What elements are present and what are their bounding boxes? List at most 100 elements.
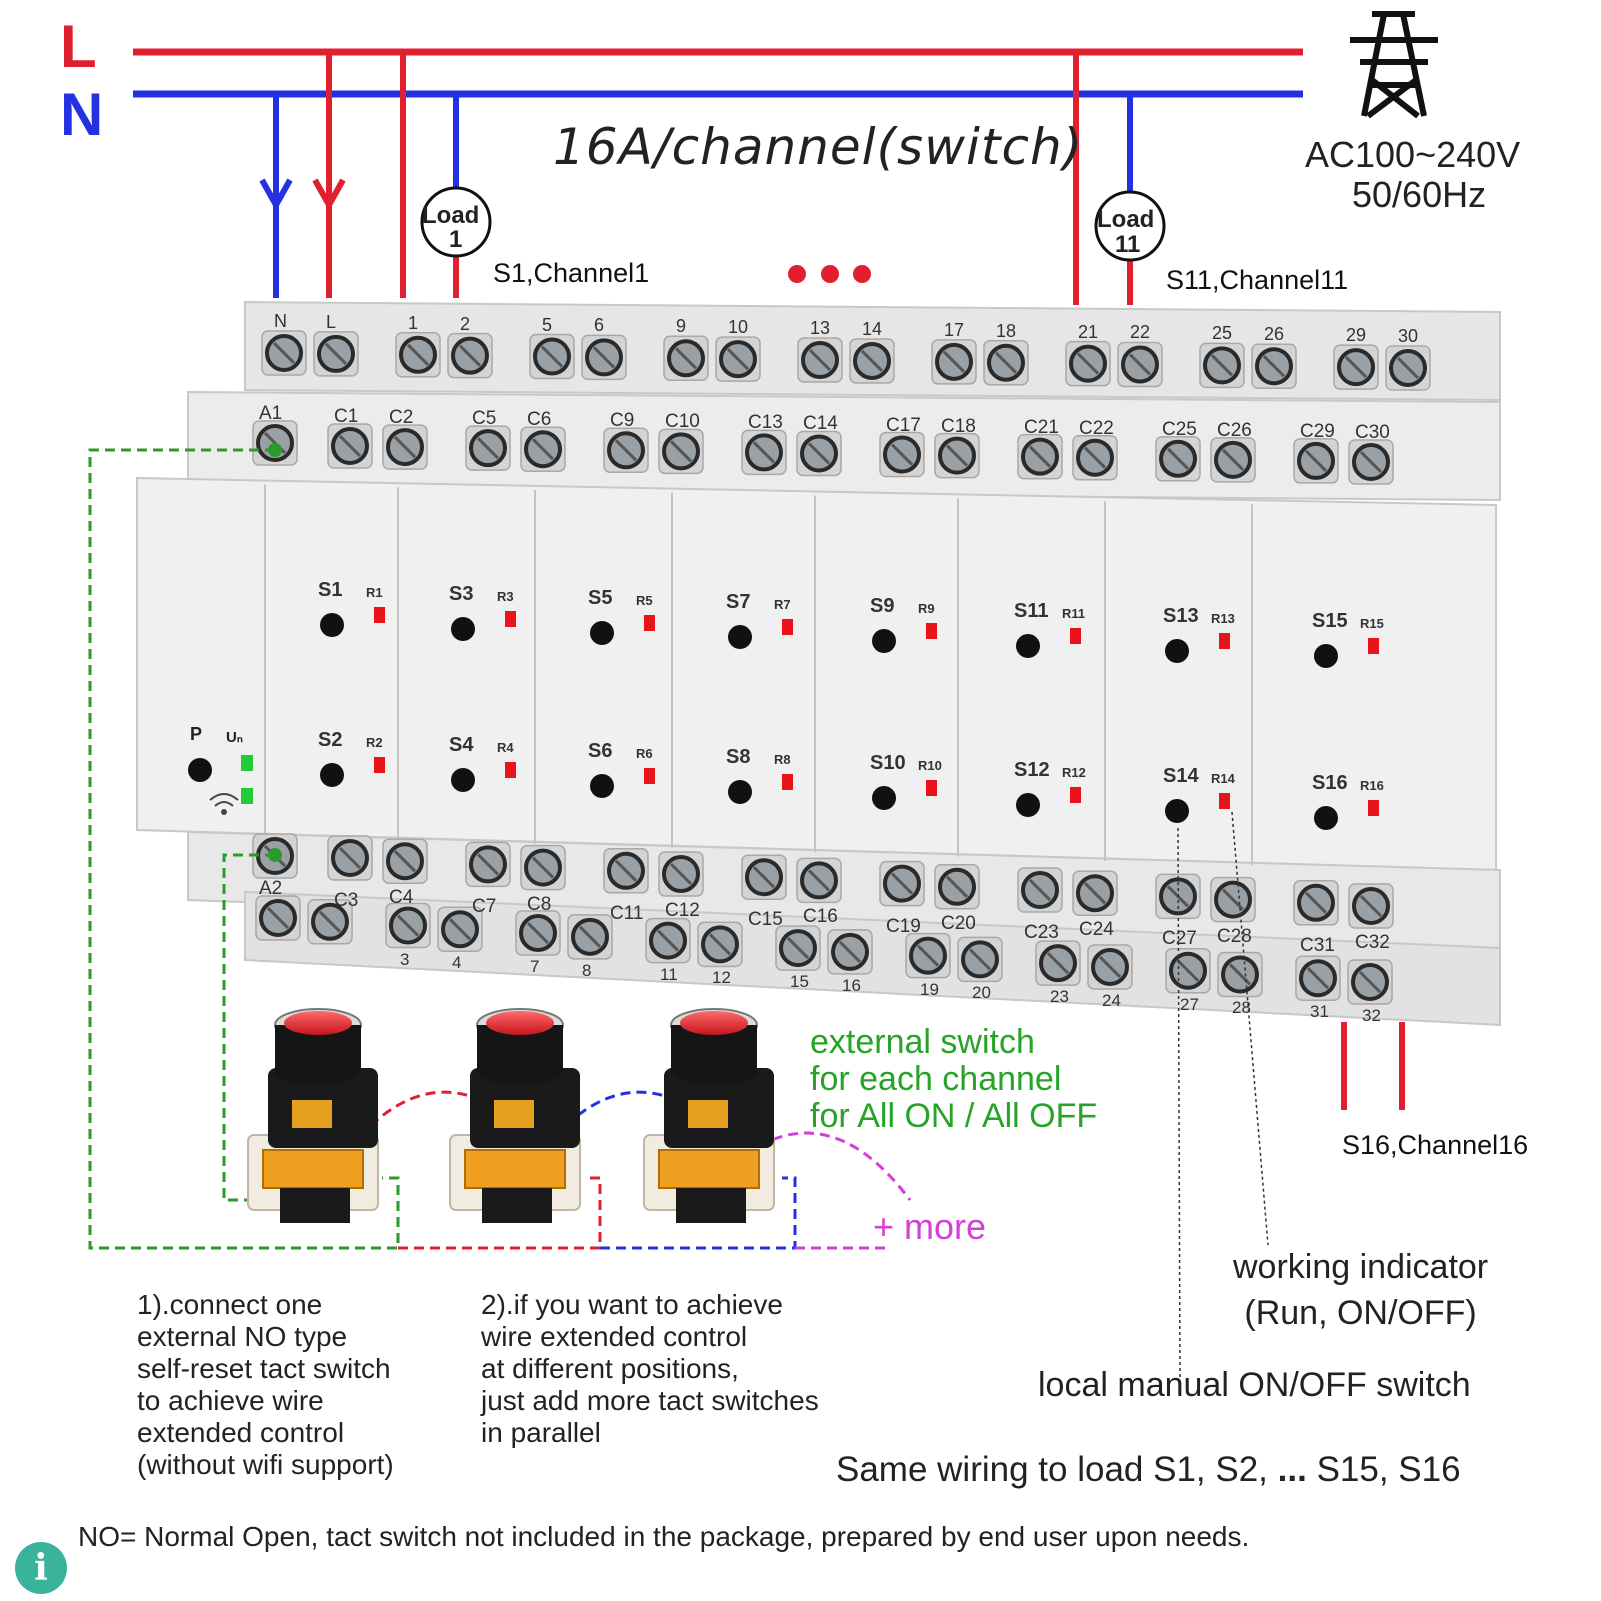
channel-switch-button[interactable] [320, 613, 344, 637]
terminal-screw[interactable] [1117, 341, 1163, 388]
terminal-screw[interactable] [879, 431, 925, 478]
relay-indicator-led [1219, 793, 1230, 809]
terminal-label: C16 [803, 906, 838, 928]
terminal-screw[interactable] [465, 841, 511, 888]
external-switch-line: external switch [810, 1023, 1035, 1061]
terminal-screw[interactable] [581, 334, 627, 381]
terminal-screw[interactable] [603, 427, 649, 474]
n-arrow [259, 178, 293, 212]
terminal-screw[interactable] [1293, 438, 1339, 484]
channel-switch-button[interactable] [451, 768, 475, 792]
terminal-screw[interactable] [934, 432, 980, 479]
relay-indicator-label: R5 [636, 593, 653, 608]
channel-switch-button[interactable] [1016, 793, 1040, 817]
terminal-screw[interactable] [567, 914, 613, 960]
terminal-screw[interactable] [1210, 876, 1256, 923]
terminal-screw[interactable] [395, 332, 441, 378]
terminal-screw[interactable] [382, 424, 428, 470]
terminal-screw[interactable] [905, 932, 951, 979]
terminal-screw[interactable] [385, 902, 431, 949]
terminal-screw[interactable] [1293, 880, 1339, 926]
channel-switch-button[interactable] [872, 786, 896, 810]
channel-switch-button[interactable] [1016, 634, 1040, 658]
channel-switch-button[interactable] [590, 774, 614, 798]
terminal-screw[interactable] [1072, 870, 1118, 916]
terminal-screw[interactable] [796, 430, 842, 477]
terminal-screw[interactable] [327, 835, 373, 881]
terminal-screw[interactable] [529, 333, 575, 380]
terminal-screw[interactable] [1087, 944, 1133, 990]
terminal-screw[interactable] [645, 917, 691, 964]
terminal-label: 25 [1212, 323, 1233, 344]
terminal-screw[interactable] [1295, 955, 1341, 1001]
more-label: + more [873, 1206, 987, 1247]
external-switch-line: for All ON / All OFF [810, 1097, 1098, 1135]
terminal-screw[interactable] [1217, 951, 1263, 998]
terminal-screw[interactable] [465, 425, 511, 471]
terminal-screw[interactable] [1017, 867, 1063, 913]
channel-switch-button[interactable] [451, 617, 475, 641]
terminal-label: 4 [452, 953, 462, 973]
channel-switch-button[interactable] [320, 763, 344, 787]
supply-voltage: AC100~240V [1305, 134, 1521, 175]
terminal-screw[interactable] [715, 336, 761, 382]
terminal-screw[interactable] [957, 936, 1003, 983]
channel-switch-button[interactable] [590, 621, 614, 645]
terminal-screw[interactable] [255, 895, 301, 941]
terminal-screw[interactable] [603, 848, 649, 894]
terminal-screw[interactable] [934, 864, 980, 910]
same-wiring-before: Same wiring to load S1, S2, [836, 1450, 1268, 1489]
terminal-screw[interactable] [1347, 959, 1393, 1005]
terminal-screw[interactable] [520, 844, 566, 891]
terminal-screw[interactable] [1385, 345, 1431, 391]
channel-switch-button[interactable] [1165, 639, 1189, 663]
terminal-screw[interactable] [1072, 434, 1118, 481]
terminal-label: 27 [1180, 994, 1199, 1014]
terminal-screw[interactable] [827, 929, 873, 975]
terminal-screw[interactable] [797, 337, 843, 383]
channel-switch-label: S11 [1014, 600, 1049, 622]
external-switch-wiring [88, 448, 400, 1250]
terminal-screw[interactable] [983, 339, 1029, 386]
terminal-screw[interactable] [796, 857, 842, 904]
terminal-screw[interactable] [741, 854, 787, 900]
power-button[interactable] [188, 758, 212, 782]
terminal-screw[interactable] [741, 429, 787, 476]
terminal-screw[interactable] [1155, 436, 1201, 482]
terminal-screw[interactable] [849, 338, 895, 384]
channel-switch-button[interactable] [1314, 806, 1338, 830]
terminal-screw[interactable] [697, 921, 743, 968]
terminal-screw[interactable] [1348, 439, 1394, 485]
channel-switch-button[interactable] [728, 625, 752, 649]
terminal-screw[interactable] [307, 899, 353, 945]
terminal-screw[interactable] [1210, 437, 1256, 483]
terminal-screw[interactable] [1065, 340, 1111, 387]
terminal-screw[interactable] [879, 860, 925, 907]
terminal-screw[interactable] [313, 331, 359, 377]
channel-switch-button[interactable] [728, 780, 752, 804]
terminal-screw[interactable] [515, 910, 561, 956]
channel-switch-button[interactable] [1314, 644, 1338, 668]
terminal-screw[interactable] [1348, 883, 1394, 929]
terminal-screw[interactable] [437, 906, 483, 953]
terminal-screw[interactable] [663, 335, 709, 382]
terminal-screw[interactable] [520, 426, 566, 472]
terminal-screw[interactable] [1251, 343, 1297, 389]
terminal-screw[interactable] [658, 428, 704, 475]
channel-switch-button[interactable] [1165, 799, 1189, 823]
terminal-screw[interactable] [1165, 947, 1211, 994]
terminal-screw[interactable] [1017, 433, 1063, 480]
terminal-screw[interactable] [658, 851, 704, 897]
terminal-screw[interactable] [1333, 344, 1379, 390]
terminal-screw[interactable] [382, 838, 428, 884]
terminal-screw[interactable] [1035, 940, 1081, 986]
terminal-screw[interactable] [327, 423, 373, 469]
terminal-screw[interactable] [1199, 342, 1245, 389]
terminal-screw[interactable] [447, 332, 493, 379]
channel1-label: S1,Channel1 [493, 258, 650, 288]
terminal-screw[interactable] [775, 925, 821, 971]
terminal-screw[interactable] [261, 330, 307, 376]
channel-switch-button[interactable] [872, 629, 896, 653]
terminal-screw[interactable] [931, 339, 977, 385]
